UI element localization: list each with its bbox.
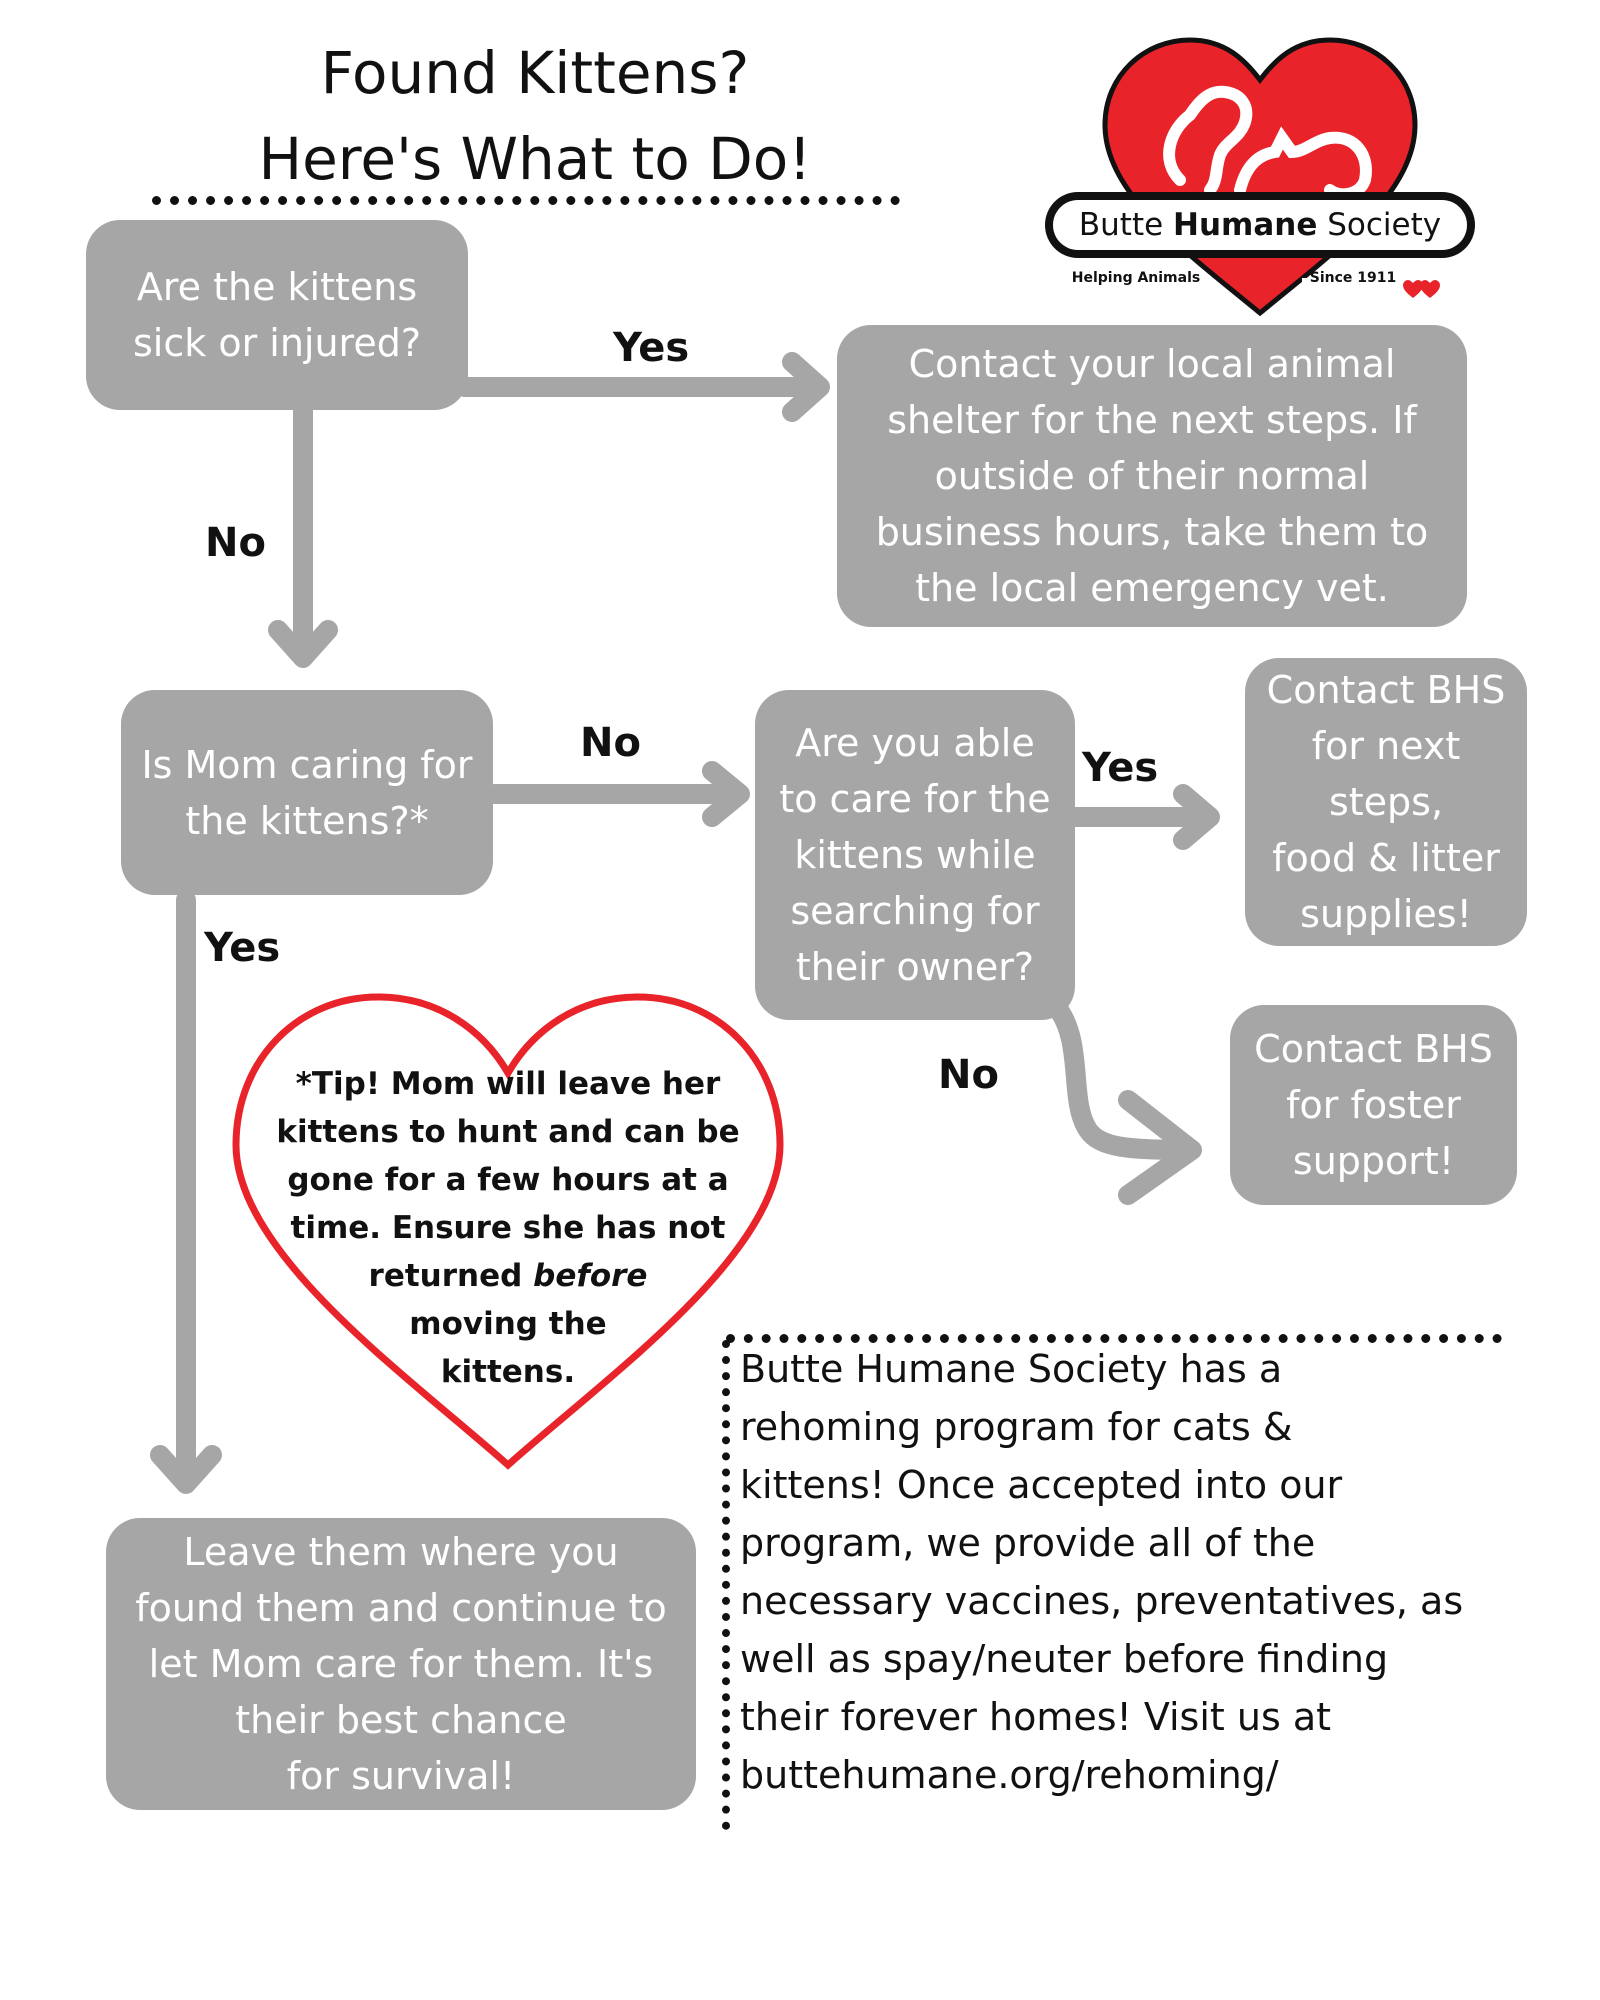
info-line-5: necessary vaccines, preventatives, as <box>740 1579 1464 1623</box>
q1-line-1: Are the kittens <box>136 265 418 309</box>
a2-line-1: Leave them where you <box>183 1530 619 1574</box>
info-line-3: kittens! Once accepted into our <box>740 1463 1343 1507</box>
a3-line-4: food & litter <box>1272 836 1500 880</box>
tip-line-7: kittens. <box>440 1354 576 1390</box>
label-q2-yes: Yes <box>204 925 281 971</box>
info-line-1: Butte Humane Society has a <box>740 1347 1283 1391</box>
title-line-1: Found Kittens? <box>320 39 750 107</box>
label-q3-yes: Yes <box>1082 745 1159 791</box>
arrow-q2-yes-head <box>150 1445 222 1494</box>
info-divider-top <box>726 1334 1502 1343</box>
a2-line-3: let Mom care for them. It's <box>148 1642 654 1686</box>
a4-line-1: Contact BHS <box>1254 1027 1493 1071</box>
a2-line-2: found them and continue to <box>135 1586 667 1630</box>
q3-line-4: searching for <box>790 889 1040 933</box>
arrow-q3-no <box>1045 995 1200 1160</box>
info-text: Butte Humane Society has a rehoming prog… <box>740 1340 1463 1804</box>
a1-line-5: the local emergency vet. <box>915 566 1389 610</box>
small-heart-icon-1 <box>1403 280 1423 298</box>
a3-line-5: supplies! <box>1300 892 1472 936</box>
tip-line-5a: returned <box>368 1258 534 1294</box>
arrow-q3-no-head <box>1118 1090 1202 1205</box>
info-line-7: their forever homes! Visit us at <box>740 1695 1332 1739</box>
label-q1-yes: Yes <box>613 325 690 371</box>
question-able-to-care: Are you able to care for the kittens whi… <box>755 690 1075 1020</box>
tip-line-4: time. Ensure she has not <box>290 1210 726 1246</box>
answer-contact-bhs-supplies: Contact BHS for next steps, food & litte… <box>1245 658 1527 946</box>
title-divider <box>152 196 900 205</box>
logo-tagline-left: Helping Animals <box>1071 270 1201 286</box>
tip-line-5b: before <box>533 1258 648 1294</box>
a3-line-1: Contact BHS <box>1266 668 1506 712</box>
page-title: Found Kittens? Here's What to Do! <box>150 30 920 202</box>
arrow-q1-no-head <box>268 620 338 668</box>
logo-name: Butte Humane Society <box>1053 200 1467 250</box>
q2-line-2: the kittens?* <box>185 798 429 843</box>
info-line-4: program, we provide all of the <box>740 1521 1316 1565</box>
question-sick-injured: Are the kittens sick or injured? <box>86 220 468 410</box>
tip-line-1: *Tip! Mom will leave her <box>295 1066 721 1102</box>
a1-line-2: shelter for the next steps. If <box>887 398 1417 442</box>
info-line-2: rehoming program for cats & <box>740 1405 1293 1449</box>
label-q1-no: No <box>205 520 266 566</box>
a3-line-3: steps, <box>1328 780 1444 824</box>
arrow-q1-yes-head <box>782 352 830 422</box>
tip-heart-icon <box>232 993 784 1470</box>
cat-icon <box>1234 126 1372 201</box>
q3-line-3: kittens while <box>794 833 1036 877</box>
a2-line-5: for survival! <box>286 1754 516 1798</box>
tip-line-2: kittens to hunt and can be <box>276 1114 740 1150</box>
label-q2-no: No <box>580 720 641 766</box>
q3-line-2: to care for the <box>779 777 1051 821</box>
logo-name-part1: Butte <box>1078 207 1174 243</box>
q1-line-2: sick or injured? <box>132 321 422 365</box>
question-mom-caring: Is Mom caring for the kittens?* <box>121 690 493 895</box>
arrow-q2-no-head <box>702 761 750 827</box>
tip-line-3: gone for a few hours at a <box>287 1162 729 1198</box>
label-q3-no: No <box>938 1052 999 1098</box>
logo-name-part3: Society <box>1317 207 1442 243</box>
a2-line-4: their best chance <box>235 1698 567 1742</box>
a1-line-3: outside of their normal <box>934 454 1370 498</box>
info-line-8: buttehumane.org/rehoming/ <box>740 1753 1279 1797</box>
tip-text: *Tip! Mom will leave her kittens to hunt… <box>238 1060 778 1396</box>
tip-line-5: returned before <box>238 1252 778 1300</box>
a3-line-2: for next <box>1311 724 1461 768</box>
a1-line-4: business hours, take them to <box>875 510 1429 554</box>
tip-line-6: moving the <box>409 1306 607 1342</box>
answer-contact-bhs-foster: Contact BHS for foster support! <box>1230 1005 1517 1205</box>
a4-line-3: support! <box>1292 1139 1455 1183</box>
a1-line-1: Contact your local animal <box>908 342 1396 386</box>
logo-graphic <box>1045 37 1475 317</box>
small-heart-icon-2 <box>1420 280 1440 298</box>
answer-contact-shelter: Contact your local animal shelter for th… <box>837 325 1467 627</box>
arrow-q3-yes-head <box>1173 784 1220 850</box>
q3-line-1: Are you able <box>795 721 1035 765</box>
logo-tagline-right: Since 1911 <box>1309 270 1397 286</box>
bhs-logo: Butte Humane Society Helping Animals Sin… <box>1040 30 1480 320</box>
q3-line-5: their owner? <box>795 945 1035 989</box>
dog-icon <box>1163 85 1253 196</box>
a4-line-2: for foster <box>1286 1083 1461 1127</box>
answer-leave-them: Leave them where you found them and cont… <box>106 1518 696 1810</box>
title-line-2: Here's What to Do! <box>258 125 812 193</box>
q2-line-1: Is Mom caring for <box>141 742 473 787</box>
info-divider-left <box>722 1340 730 1830</box>
logo-name-part2: Humane <box>1173 207 1318 243</box>
info-line-6: well as spay/neuter before finding <box>740 1637 1389 1681</box>
